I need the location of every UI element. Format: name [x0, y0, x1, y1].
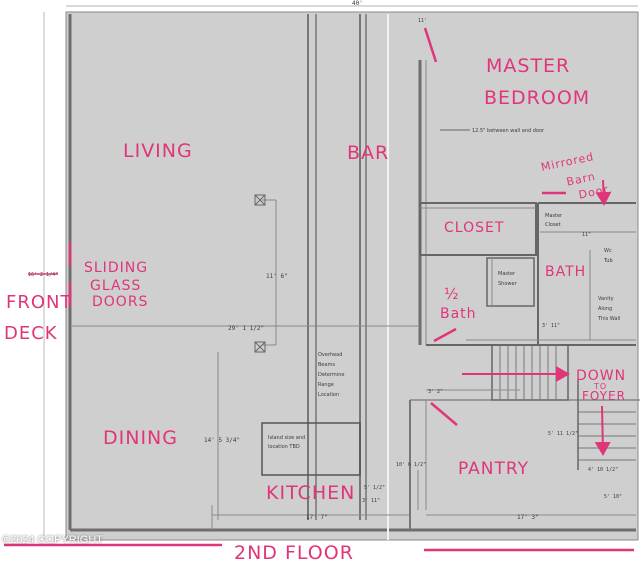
master-closet-note-2: Closet [545, 222, 561, 228]
down-to-foyer-note-2: TO [593, 382, 607, 391]
dining-label: DINING [103, 427, 178, 449]
island-note-2: location TBD [268, 444, 300, 450]
island-outline [261, 422, 361, 476]
vanity-note-3: This Wall [597, 316, 620, 322]
beam-note-4: Range [318, 382, 334, 388]
kitchen-width-dim: 17' 7" [306, 514, 328, 521]
sliding-note-1: SLIDING [84, 260, 148, 276]
down-to-foyer-note-1: DOWN [576, 368, 626, 384]
island-note-1: Island size and [268, 435, 305, 441]
pink-markings [4, 27, 634, 552]
half-bath-label-2: Bath [440, 306, 477, 322]
kitchen-label: KITCHEN [266, 482, 355, 504]
floor-label: 2ND FLOOR [234, 542, 354, 563]
top-right-dim: 11' [418, 18, 427, 24]
beam-note-1: Overhead [318, 352, 342, 358]
master-shower-outline [486, 257, 535, 307]
stair-dim-c: 4' 10 1/2" [588, 467, 618, 473]
left-side-dim: 16' 2 1/4" [28, 272, 58, 278]
top-width-dim: 40' [352, 0, 363, 7]
pantry-height-dim: 10' 6 1/2" [396, 462, 426, 468]
vanity-note-2: Along [598, 306, 612, 312]
kitchen-dim-a: 5' 1/2" [364, 485, 385, 491]
right-bottom-dim: 5' 10" [604, 494, 622, 500]
living-label: LIVING [123, 140, 193, 162]
master-shower-note-2: Shower [498, 281, 518, 287]
master-shower-note-1: Master [498, 271, 516, 277]
wc-note-2: Tub [603, 258, 613, 264]
copyright-watermark: ©2024 COPYRIGHT [2, 534, 104, 546]
dining-height-dim: 14' 5 3/4" [204, 437, 240, 444]
bar-label: BAR [347, 142, 389, 164]
plan-area [66, 12, 638, 540]
pantry-label: PANTRY [458, 459, 529, 479]
fixture-box-lower [254, 341, 266, 353]
fixture-box-upper [254, 194, 266, 206]
master-bedroom-label-1: MASTER [486, 55, 570, 77]
sliding-note-3: DOORS [92, 294, 148, 310]
kitchen-dim-b: 3' 11" [362, 498, 380, 504]
bath-gap-dim: 3' 11" [542, 323, 560, 329]
stair-dim-a: 3' 2" [428, 389, 443, 395]
front-deck-note-1: FRONT [6, 292, 73, 313]
master-bedroom-label-2: BEDROOM [484, 87, 590, 109]
closet-label: CLOSET [444, 220, 504, 236]
beam-note-3: Determine [318, 372, 344, 378]
right-width-dim: 17' 3" [517, 514, 539, 521]
living-height-dim: 11' 6" [266, 273, 288, 280]
sliding-note-2: GLASS [90, 278, 141, 294]
wc-note-1: Wc [604, 248, 612, 254]
vanity-note-1: Vanity [598, 296, 614, 302]
wall-door-note: 12.5" between wall and door [472, 128, 545, 134]
room-labels: MASTER BEDROOM LIVING BAR CLOSET BATH ½ … [103, 55, 590, 504]
front-deck-note-2: DECK [4, 323, 58, 344]
living-width-dim: 29' 1 1/2" [228, 325, 264, 332]
master-closet-note-1: Master [545, 213, 563, 219]
beam-note-2: Beams [318, 362, 335, 368]
half-bath-label-1: ½ [444, 285, 460, 303]
mirrored-note-2: Barn [565, 170, 597, 189]
down-to-foyer-note-3: FOYER [582, 389, 626, 403]
closet-width-dim: 11" [582, 232, 591, 238]
stair-dim-b: 5' 11 1/2" [548, 431, 578, 437]
closet-outline [419, 202, 537, 256]
bath-label: BATH [545, 264, 586, 280]
beam-note-5: Location [318, 392, 339, 398]
